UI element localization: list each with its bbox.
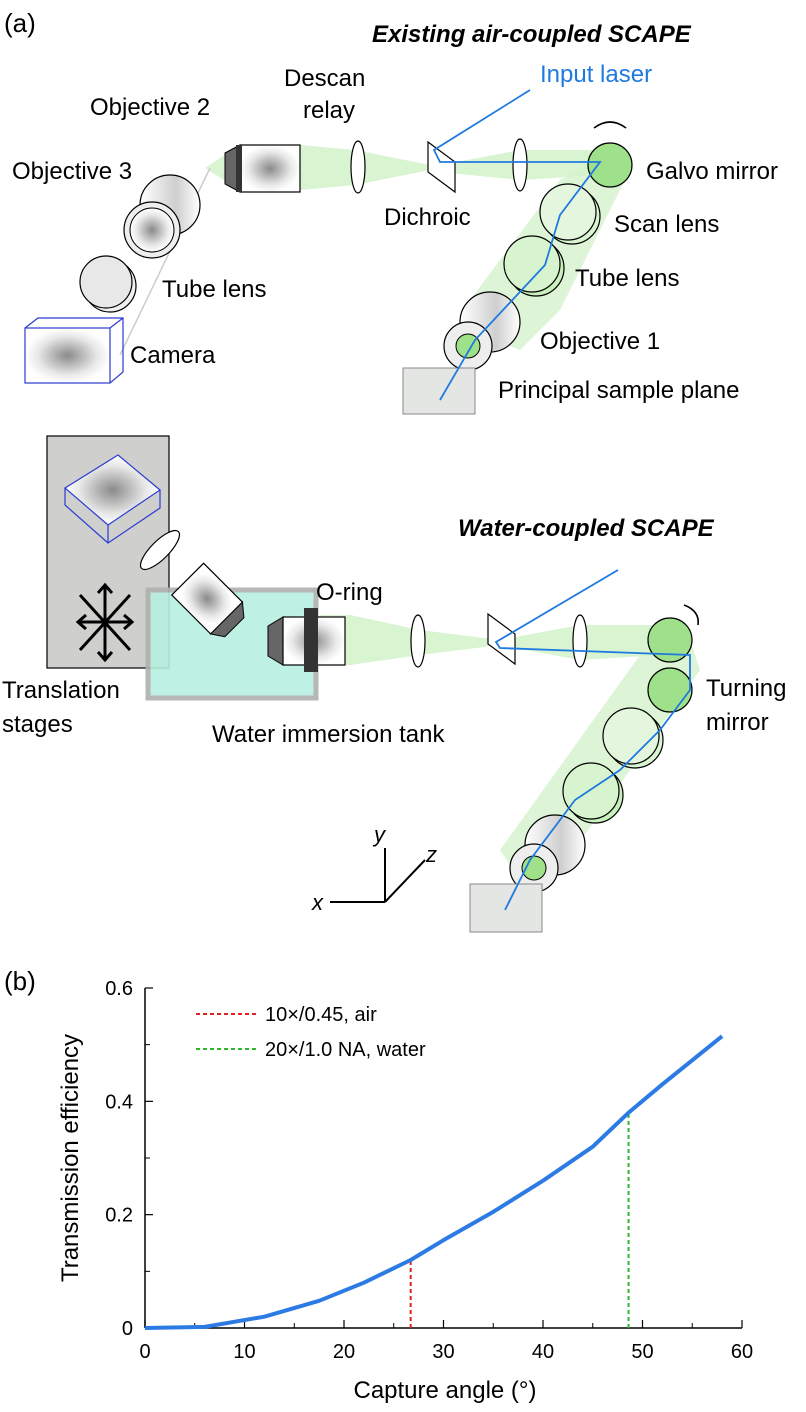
objective-1-label: Objective 1 xyxy=(540,328,660,355)
axis-x-label: x xyxy=(311,890,324,915)
bottom-beam-path xyxy=(270,615,660,665)
legend-label-water: 20×/1.0 NA, water xyxy=(265,1039,426,1061)
galvo-mirror-bottom xyxy=(647,617,693,663)
x-tick-label: 40 xyxy=(532,1341,554,1363)
objective-2-bottom xyxy=(267,608,346,672)
x-tick-label: 30 xyxy=(432,1341,454,1363)
x-tick-label: 50 xyxy=(631,1341,653,1363)
relay-lens-top xyxy=(512,138,528,192)
dichroic-top xyxy=(427,140,456,194)
y-tick-label: 0.4 xyxy=(105,1091,133,1113)
descan-relay-lens xyxy=(350,140,366,194)
galvo-mirror xyxy=(587,142,633,188)
objective-1-bottom xyxy=(509,814,586,893)
turning-mirror-label-1: Turning xyxy=(706,675,786,702)
galvo-rotate-icon-bottom xyxy=(683,604,700,626)
top-title: Existing air-coupled SCAPE xyxy=(372,21,692,48)
camera-label: Camera xyxy=(130,342,216,369)
turning-mirror xyxy=(647,667,693,713)
principal-sample-plane-label: Principal sample plane xyxy=(498,377,739,404)
scan-lens-label: Scan lens xyxy=(614,211,719,238)
legend-label-air: 10×/0.45, air xyxy=(265,1004,377,1026)
principal-sample-plane xyxy=(402,367,476,415)
turning-mirror-label-2: mirror xyxy=(706,709,769,736)
descan-relay-label-2: relay xyxy=(303,97,355,124)
x-tick-label: 0 xyxy=(139,1341,150,1363)
series-line xyxy=(144,1034,724,1330)
x-tick-label: 60 xyxy=(731,1341,753,1363)
descan-relay-label-1: Descan xyxy=(284,65,365,92)
tube-lens-left-label: Tube lens xyxy=(162,276,267,303)
laser-path-top xyxy=(432,89,602,401)
translation-stages-label-2: stages xyxy=(2,711,73,738)
translation-stages-label-1: Translation xyxy=(2,677,120,704)
scan-lens xyxy=(539,183,601,245)
water-immersion-tank-label: Water immersion tank xyxy=(212,721,446,748)
dichroic-label: Dichroic xyxy=(384,204,471,231)
objective-3-label: Objective 3 xyxy=(12,158,132,185)
axis-y-label: y xyxy=(372,822,387,847)
galvo-mirror-label: Galvo mirror xyxy=(646,158,778,185)
x-tick-label: 20 xyxy=(333,1341,355,1363)
objective-3 xyxy=(123,174,201,259)
y-tick-label: 0.6 xyxy=(105,978,133,1000)
tube-lens-left xyxy=(79,255,137,313)
chart-x-axis-label: Capture angle (°) xyxy=(353,1377,536,1404)
galvo-rotate-icon xyxy=(593,121,627,129)
input-laser-label: Input laser xyxy=(540,61,652,88)
chart-y-axis-label: Transmission efficiency xyxy=(57,1034,84,1282)
tube-lens-bottom xyxy=(562,762,624,824)
x-tick-label: 10 xyxy=(233,1341,255,1363)
tube-lens-right xyxy=(503,235,565,297)
laser-path-bottom xyxy=(494,569,691,911)
top-beam-path xyxy=(205,145,600,190)
descan-relay-lens-bottom xyxy=(410,614,426,668)
axis-z-label: z xyxy=(425,842,437,867)
axes-triad xyxy=(330,848,426,903)
objective-3-bottom xyxy=(170,562,245,638)
o-ring-label: O-ring xyxy=(316,579,383,606)
o-ring xyxy=(304,608,318,672)
relay-lens-bottom xyxy=(572,614,588,668)
camera-top xyxy=(24,317,124,384)
tube-lens-right-label: Tube lens xyxy=(575,265,680,292)
panel-a-label: (a) xyxy=(4,8,36,38)
objective-2-label: Objective 2 xyxy=(90,94,210,121)
panel-b-label: (b) xyxy=(4,966,36,996)
translation-arrows-icon xyxy=(75,582,135,663)
bottom-title: Water-coupled SCAPE xyxy=(458,515,715,542)
camera-bottom xyxy=(63,454,161,544)
y-tick-label: 0.2 xyxy=(105,1205,133,1227)
stage-tube-lens xyxy=(139,529,181,571)
y-tick-label: 0 xyxy=(122,1318,133,1340)
transmission-chart: 0 10 20 30 40 50 60 0 0.2 0.4 0.6 xyxy=(105,978,753,1363)
scan-lens-bottom xyxy=(602,707,664,769)
objective-2 xyxy=(224,144,301,193)
